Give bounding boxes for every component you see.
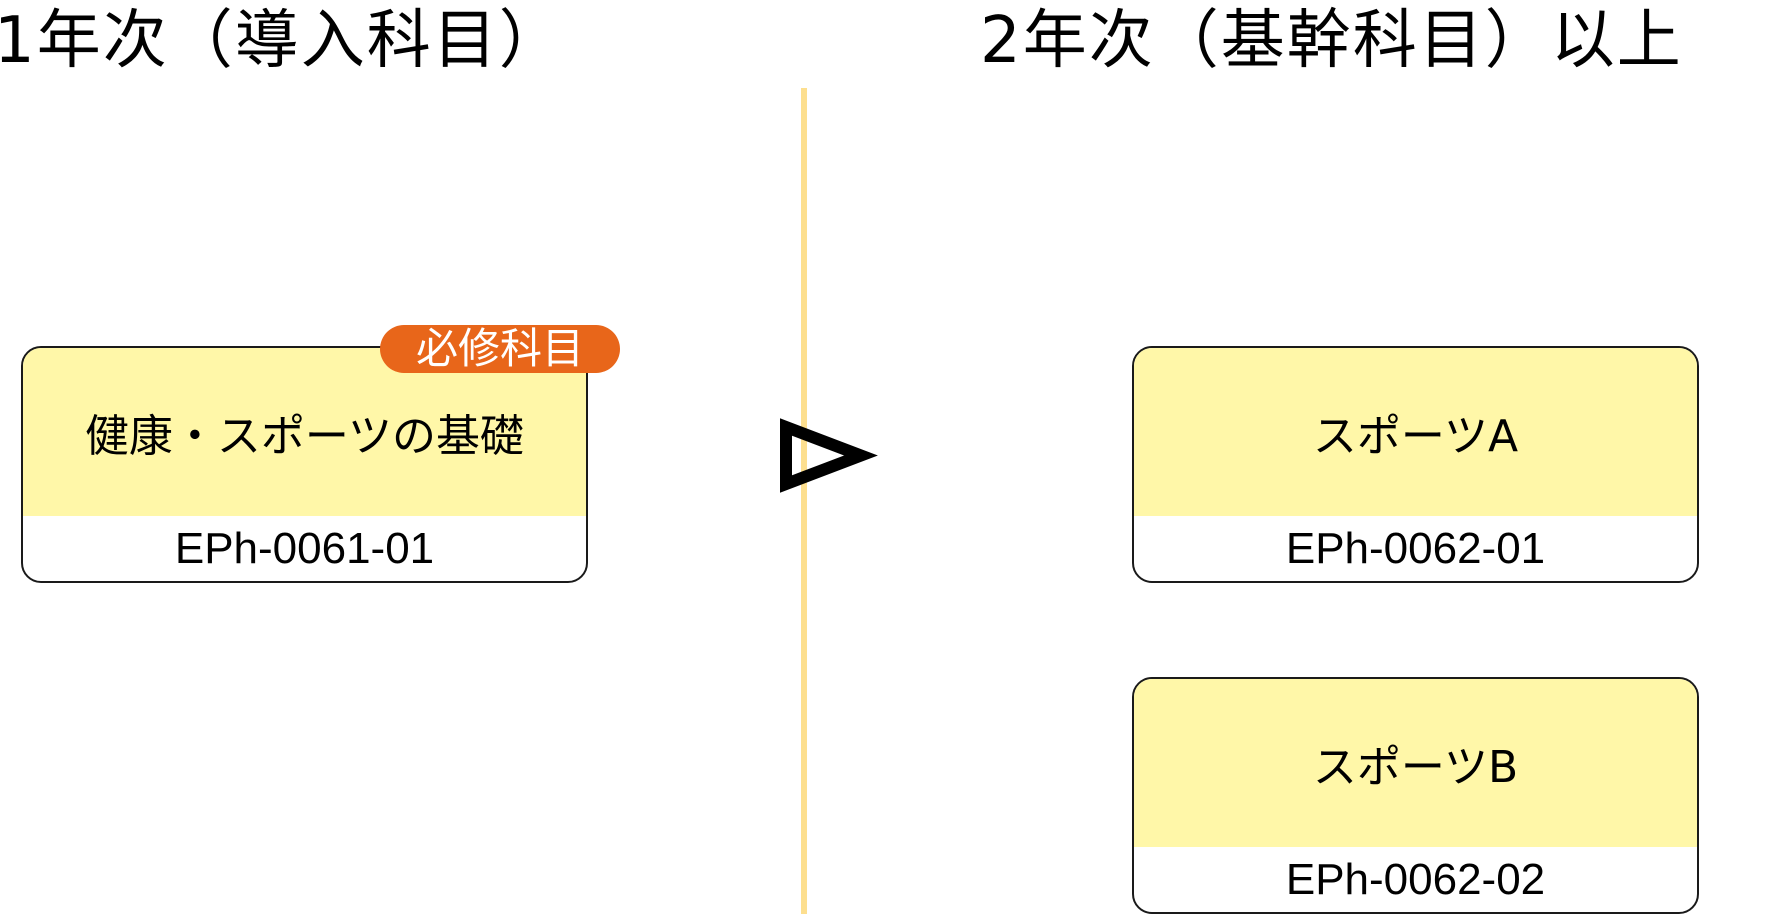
course-card-sports-b[interactable]: スポーツB EPh-0062-02 [1132, 677, 1699, 914]
course-card-intro[interactable]: 健康・スポーツの基礎 EPh-0061-01 [21, 346, 588, 583]
progression-arrow-icon [780, 418, 878, 493]
course-code: EPh-0061-01 [174, 523, 435, 573]
course-name: 健康・スポーツの基礎 [23, 348, 586, 516]
second-year-heading: 2年次（基幹科目）以上 [980, 4, 1683, 78]
course-name: スポーツB [1134, 679, 1697, 847]
course-name: スポーツA [1134, 348, 1697, 516]
course-code: EPh-0062-01 [1285, 523, 1546, 573]
course-card-sports-a[interactable]: スポーツA EPh-0062-01 [1132, 346, 1699, 583]
required-badge: 必修科目 [380, 325, 620, 373]
first-year-heading: 1年次（導入科目） [0, 4, 565, 78]
course-code: EPh-0062-02 [1285, 854, 1546, 904]
column-divider [801, 88, 807, 914]
